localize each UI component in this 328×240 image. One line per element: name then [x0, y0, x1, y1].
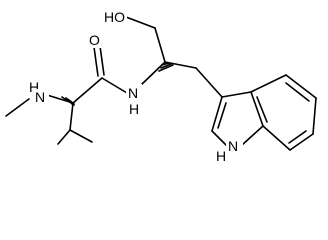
bond-c2-c3 [211, 96, 223, 132]
carbonyl-oxygen-label: O [89, 32, 100, 48]
bond-alpha-carbonyl [72, 77, 103, 104]
bond-alpha-isopropyl [69, 102, 74, 131]
bond-isopropyl-methyl-1 [57, 129, 71, 145]
bond-isopropyl-methyl-2 [69, 129, 93, 143]
bonds [5, 16, 317, 151]
bond-c7-c7a [262, 125, 291, 151]
bond-c3a-c7a-inner [256, 96, 268, 123]
bond-carbonyl-amide [101, 77, 128, 94]
amine-hydrogen-label: H [29, 79, 39, 95]
atom-labels: HO O N H H N N H [27, 7, 243, 164]
bond-n1-c2 [211, 130, 228, 147]
bond-c6-c7-inner [288, 130, 307, 144]
bond-methyl-amine [5, 98, 30, 117]
bond-c5-c6 [312, 97, 317, 135]
bond-carbonyl-double-1 [93, 46, 99, 77]
bond-c7a-n1 [241, 125, 264, 146]
stereo-hash-bond-left [61, 96, 75, 106]
bond-amide-chiral [140, 61, 166, 86]
bond-c3a-c4 [250, 74, 287, 93]
bond-ch2-oh [125, 16, 156, 29]
bond-c2-c3-inner [217, 102, 227, 129]
chemical-structure: HO O N H H N N H [5, 7, 317, 164]
amide-nitrogen-label: N [128, 85, 138, 101]
bond-c4-c5-inner [285, 82, 310, 102]
amine-nitrogen-label: N [35, 89, 45, 105]
bond-c3-c3a [221, 91, 252, 98]
bond-chiral-ch2-indole [164, 61, 197, 69]
bond-c4-c5 [285, 74, 317, 99]
indole-hydrogen-label: H [216, 148, 226, 164]
indole-nitrogen-label: N [228, 138, 238, 154]
bond-carbonyl-double-2 [99, 45, 105, 76]
bond-chiral-ch2 [154, 27, 166, 63]
amide-hydrogen-label: H [129, 101, 139, 117]
stereo-hash-bond-right [158, 61, 174, 72]
bond-c3a-c7a [250, 91, 264, 127]
bond-c6-c7 [289, 133, 314, 151]
bond-ch2-c3 [195, 67, 223, 98]
hydroxyl-label: HO [104, 9, 125, 25]
